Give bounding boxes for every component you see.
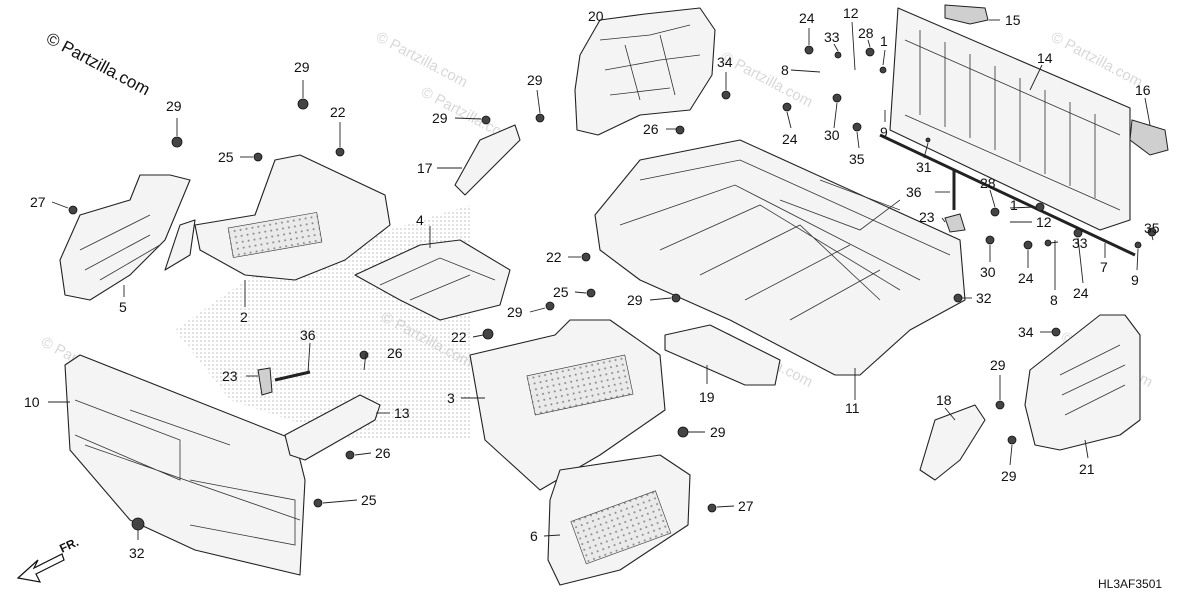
callout-26: 26 bbox=[387, 345, 403, 361]
callout-5: 5 bbox=[119, 299, 127, 315]
callout-33: 33 bbox=[1072, 235, 1088, 251]
callout-25: 25 bbox=[218, 149, 234, 165]
callout-19: 19 bbox=[699, 389, 715, 405]
callout-12: 12 bbox=[1036, 214, 1052, 230]
hardware-group bbox=[68, 45, 1157, 531]
front-arrow-label: FR. bbox=[57, 535, 80, 556]
callout-15: 15 bbox=[1005, 12, 1021, 28]
callout-24: 24 bbox=[782, 131, 798, 147]
callout-25: 25 bbox=[553, 284, 569, 300]
callout-10: 10 bbox=[24, 394, 40, 410]
callout-29: 29 bbox=[990, 357, 1006, 373]
part-14-tailgate bbox=[889, 7, 1131, 231]
part-20-rear-panel bbox=[574, 7, 716, 136]
part-13-bracket bbox=[284, 394, 381, 461]
callout-35: 35 bbox=[849, 151, 865, 167]
callout-22: 22 bbox=[330, 104, 346, 120]
callout-labels: 29 29 25 22 27 5 2 4 29 29 17 20 26 34 2… bbox=[24, 5, 1160, 561]
callout-11: 11 bbox=[845, 400, 860, 416]
callout-17: 17 bbox=[417, 160, 433, 176]
callout-29: 29 bbox=[527, 72, 543, 88]
part-3-floor-tray bbox=[469, 319, 666, 491]
front-direction-arrow: FR. bbox=[16, 535, 81, 583]
callout-1: 1 bbox=[1010, 197, 1018, 213]
callout-24: 24 bbox=[1018, 270, 1034, 286]
callout-21: 21 bbox=[1079, 461, 1095, 477]
callout-36: 36 bbox=[906, 184, 922, 200]
callout-18: 18 bbox=[936, 392, 952, 408]
callout-29: 29 bbox=[294, 59, 310, 75]
callout-6: 6 bbox=[530, 528, 538, 544]
part-11-bed-floor bbox=[594, 139, 966, 376]
callout-30: 30 bbox=[980, 264, 996, 280]
callout-34: 34 bbox=[1018, 324, 1034, 340]
callout-9: 9 bbox=[1131, 272, 1139, 288]
callout-34: 34 bbox=[717, 54, 733, 70]
part-16-latch bbox=[1129, 119, 1169, 156]
callout-26: 26 bbox=[643, 121, 659, 137]
callout-36: 36 bbox=[300, 327, 316, 343]
part-2-floor-tray bbox=[194, 154, 391, 281]
callout-20: 20 bbox=[588, 8, 604, 24]
leader-lines bbox=[48, 19, 1154, 540]
watermark-main: © Partzilla.com bbox=[43, 29, 153, 100]
part-7-rod bbox=[879, 133, 1136, 257]
callout-3: 3 bbox=[447, 390, 455, 406]
part-6-lower-panel bbox=[547, 454, 691, 586]
part-5-flap bbox=[164, 219, 196, 271]
callout-28: 28 bbox=[980, 175, 996, 191]
callout-22: 22 bbox=[451, 329, 467, 345]
callout-28: 28 bbox=[858, 25, 874, 41]
callout-8: 8 bbox=[1050, 292, 1058, 308]
part-17-cover bbox=[454, 124, 521, 196]
part-5-side-panel bbox=[59, 174, 191, 301]
callout-12: 12 bbox=[843, 5, 859, 21]
part-19-bracket bbox=[664, 324, 781, 386]
callout-24: 24 bbox=[799, 10, 815, 26]
callout-22: 22 bbox=[546, 249, 562, 265]
callout-32: 32 bbox=[976, 290, 992, 306]
callout-8: 8 bbox=[781, 62, 789, 78]
part-21-side-panel bbox=[1024, 314, 1141, 451]
callout-29: 29 bbox=[1001, 468, 1017, 484]
callout-27: 27 bbox=[738, 498, 754, 514]
callout-35: 35 bbox=[1144, 220, 1160, 236]
callout-31: 31 bbox=[916, 159, 932, 175]
callout-25: 25 bbox=[361, 492, 377, 508]
watermark-text: © Partzilla.com bbox=[718, 49, 815, 111]
callout-2: 2 bbox=[240, 309, 248, 325]
callout-23: 23 bbox=[919, 209, 935, 225]
callout-14: 14 bbox=[1037, 50, 1053, 66]
callout-33: 33 bbox=[824, 29, 840, 45]
callout-13: 13 bbox=[394, 405, 410, 421]
callout-7: 7 bbox=[1100, 259, 1108, 275]
callout-29: 29 bbox=[166, 98, 182, 114]
part-15-latch bbox=[944, 4, 989, 25]
part-10-front-panel bbox=[64, 354, 306, 576]
callout-4: 4 bbox=[416, 212, 424, 228]
diagram-code: HL3AF3501 bbox=[1098, 577, 1162, 591]
part-18-cover bbox=[919, 404, 986, 481]
callout-16: 16 bbox=[1135, 82, 1151, 98]
callout-24: 24 bbox=[1073, 285, 1089, 301]
watermark-text: © Partzilla.com bbox=[373, 29, 470, 91]
callout-1: 1 bbox=[880, 33, 888, 49]
callout-29: 29 bbox=[507, 304, 523, 320]
callout-23: 23 bbox=[222, 368, 238, 384]
callout-27: 27 bbox=[30, 194, 46, 210]
callout-32: 32 bbox=[129, 545, 145, 561]
callout-29: 29 bbox=[710, 424, 726, 440]
callout-29: 29 bbox=[432, 110, 448, 126]
part-4-center-tray bbox=[354, 239, 511, 321]
callout-9: 9 bbox=[880, 124, 888, 140]
callout-30: 30 bbox=[824, 127, 840, 143]
callout-26: 26 bbox=[375, 445, 391, 461]
callout-29: 29 bbox=[627, 292, 643, 308]
